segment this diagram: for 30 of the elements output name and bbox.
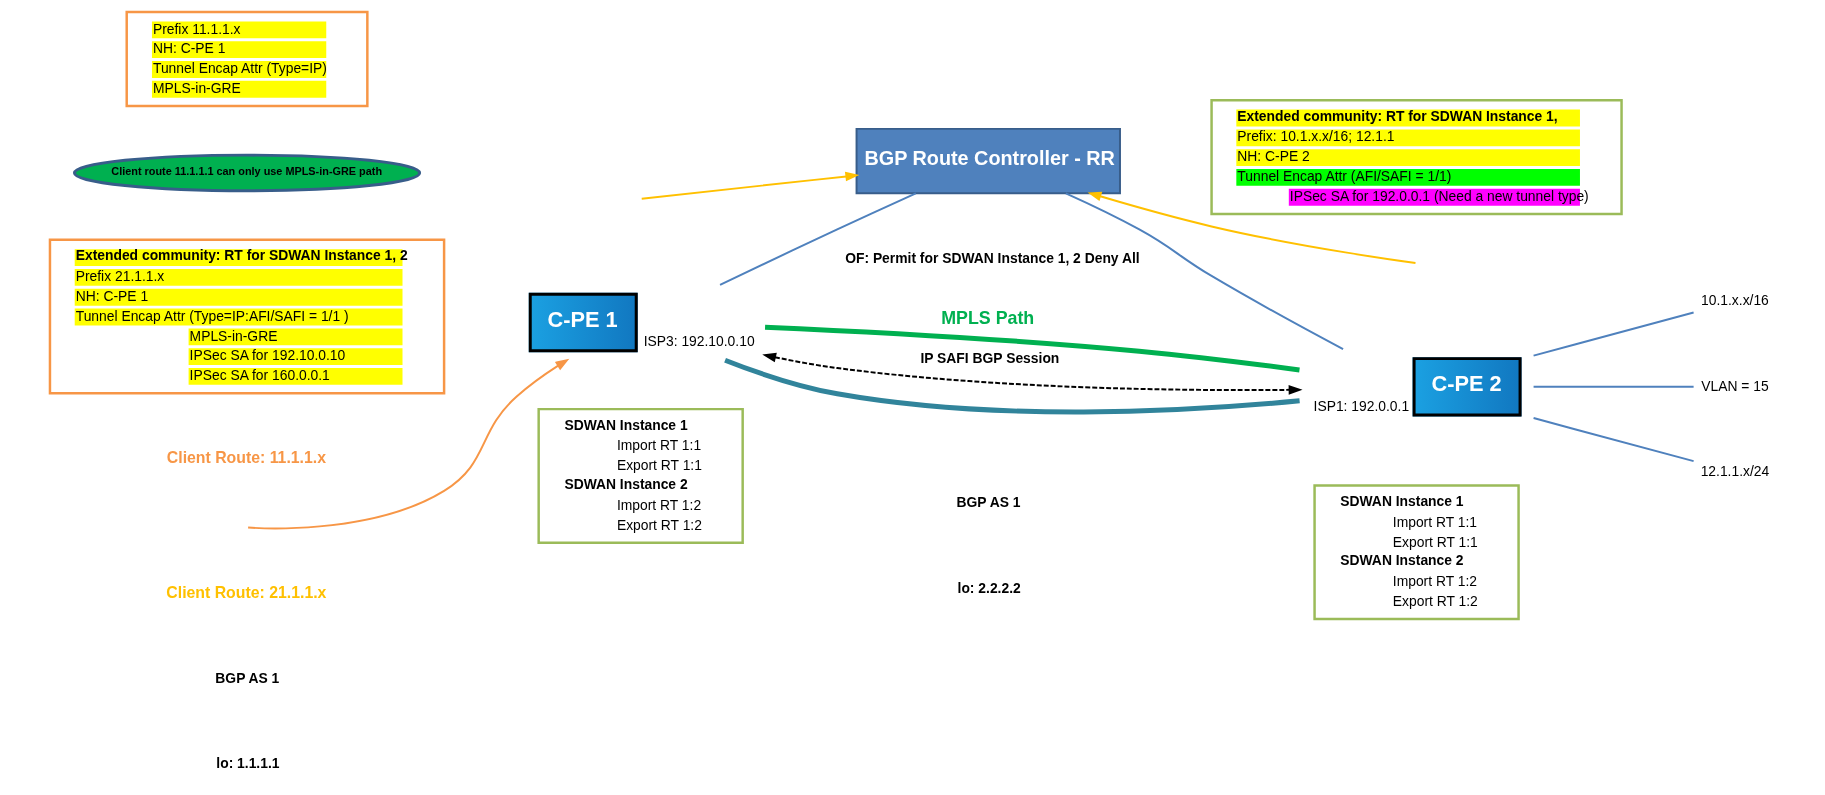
node-ellipse: Client route 11.1.1.1 can only use MPLS-in-GRE path (72, 153, 421, 193)
node-box: SDWAN Instance 1 Import RT 1:1 Export RT 1:1 SDWAN Instance 2 Import RT 1:2 Export RT 1:2 (536, 407, 744, 545)
connector (1532, 385, 1695, 388)
label: lo: 2.2.2.2 (957, 579, 1021, 596)
connector (764, 324, 1300, 373)
node-label: ISP3: 192.10.0.10 (643, 333, 755, 350)
node-label: ISP1: 192.0.0.1 (1313, 397, 1409, 414)
node-text: 10.1.x.x/16 (1700, 292, 1769, 309)
arrow (640, 171, 859, 200)
label: Client Route: 21.1.1.x (165, 583, 326, 601)
label: Client Route: 11.1.1.x (166, 448, 326, 466)
connector (1532, 417, 1695, 463)
connector (723, 357, 1300, 415)
node-text: 12.1.1.x/24 (1700, 462, 1769, 479)
node-box: Prefix 11.1.1.x NH: C-PE 1 Tunnel Encap Attr (Type=IP) MPLS-in-GRE (124, 10, 369, 108)
connector (718, 192, 917, 286)
arrow (246, 358, 569, 530)
connector (1064, 192, 1344, 351)
arrow (761, 352, 1303, 395)
label: OF: Permit for SDWAN Instance 1, 2 Deny All (844, 249, 1140, 266)
label: BGP AS 1 (214, 669, 279, 686)
label: lo: 1.1.1.1 (215, 754, 279, 771)
node-box: BGP Route Controller - RR (855, 127, 1121, 195)
node-box: SDWAN Instance 1 Import RT 1:1 Export RT 1:1 SDWAN Instance 2 Import RT 1:2 Export RT 1:2 (1312, 484, 1520, 621)
edge-label: MPLS Path (940, 307, 1034, 328)
arrow (1087, 191, 1416, 265)
node-text: VLAN = 15 (1700, 377, 1769, 394)
label: BGP AS 1 (956, 494, 1021, 511)
connector (1532, 311, 1695, 357)
edge-label: IP SAFI BGP Session (919, 350, 1059, 367)
